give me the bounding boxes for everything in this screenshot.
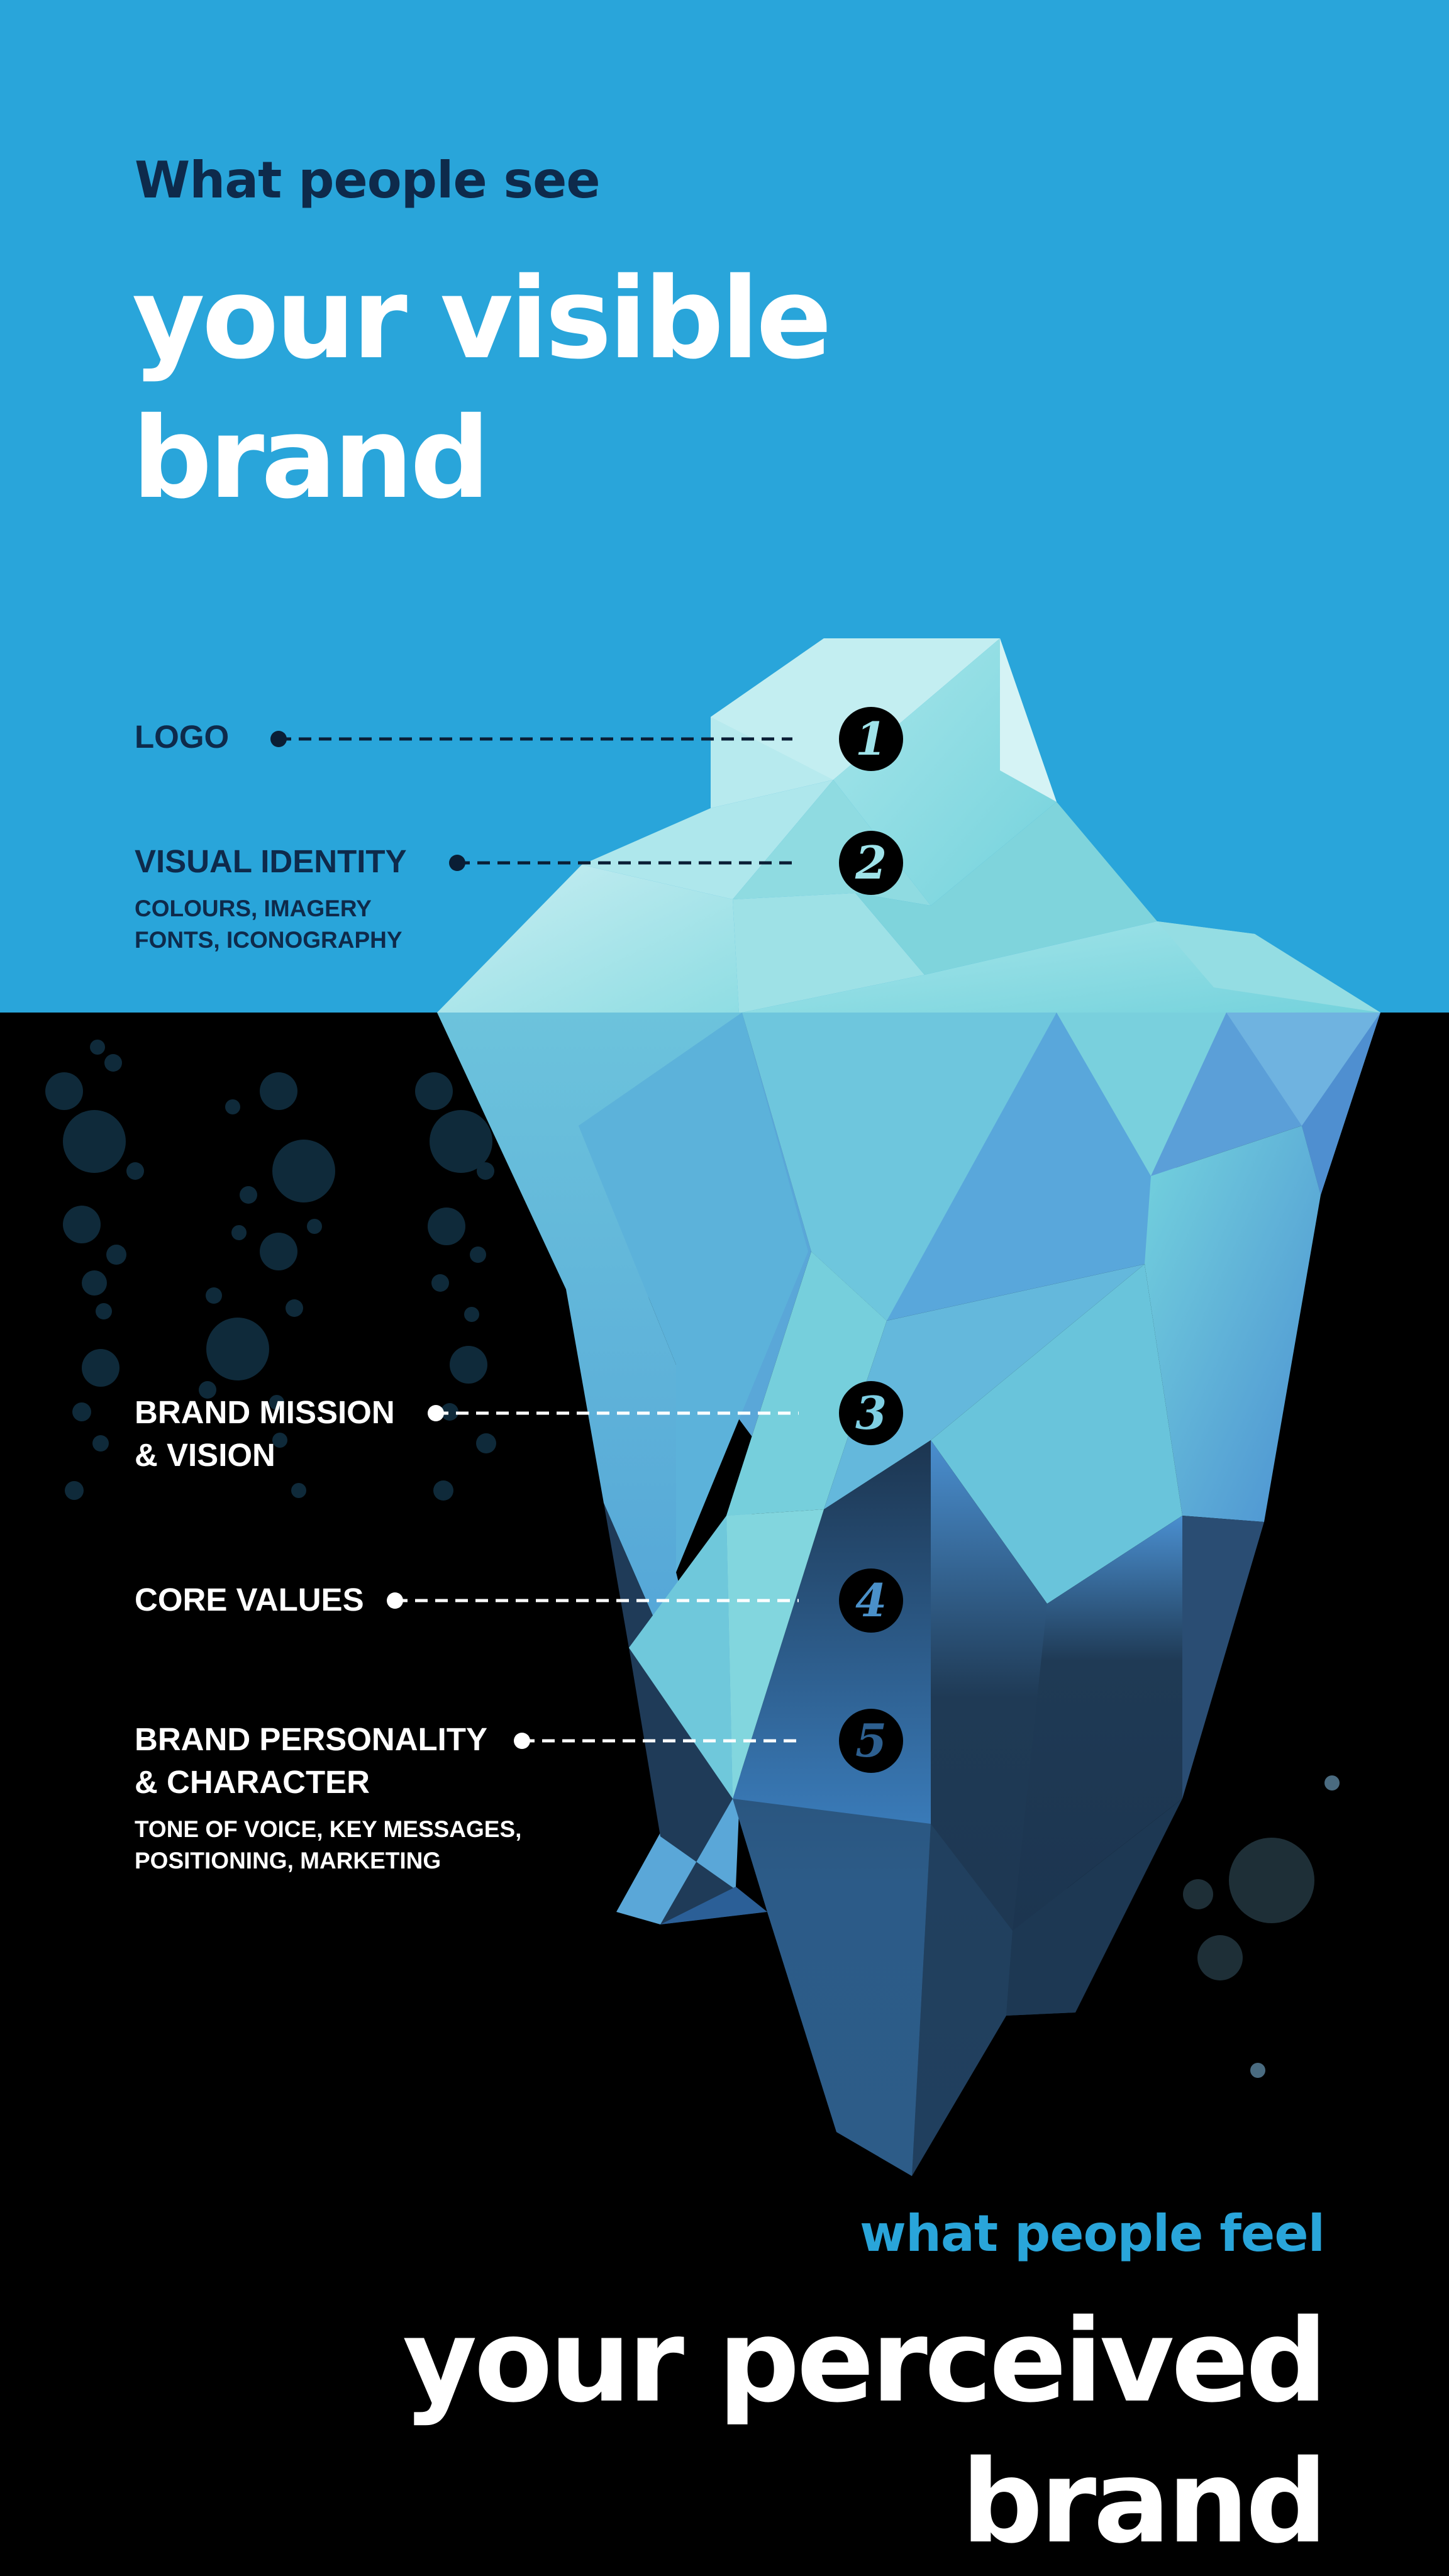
svg-text:1: 1 (855, 712, 887, 765)
bubbles-left (45, 1040, 496, 1501)
layer-2-subtitle: COLOURS, IMAGERY FONTS, ICONOGRAPHY (135, 893, 407, 956)
bottom-eyebrow: what people feel (860, 2204, 1325, 2263)
layer-5-subtitle-line-1: TONE OF VOICE, KEY MESSAGES, (135, 1816, 522, 1842)
bubbles-right (1183, 1775, 1340, 2078)
connector-dots (270, 731, 530, 1749)
layer-2-subtitle-line-1: COLOURS, IMAGERY (135, 896, 372, 921)
layer-label-brand-mission: BRAND MISSION & VISION (135, 1391, 395, 1477)
layer-label-core-values: CORE VALUES (135, 1579, 364, 1621)
layer-label-visual-identity: VISUAL IDENTITY COLOURS, IMAGERY FONTS, … (135, 840, 407, 956)
top-headline: your visible brand (132, 249, 832, 528)
top-headline-line-2: brand (132, 393, 490, 523)
bottom-headline: your perceived brand (402, 2290, 1328, 2572)
top-headline-line-1: your visible (132, 253, 832, 384)
svg-text:5: 5 (855, 1714, 887, 1767)
layer-2-title: VISUAL IDENTITY (135, 843, 407, 879)
layer-3-title: BRAND MISSION (135, 1394, 395, 1430)
layer-label-brand-personality: BRAND PERSONALITY & CHARACTER TONE OF VO… (135, 1718, 521, 1877)
number-badge-4: 4 (839, 1568, 903, 1633)
layer-label-logo: LOGO (135, 716, 229, 758)
layer-5-title: BRAND PERSONALITY (135, 1721, 488, 1757)
number-badge-3: 3 (839, 1381, 903, 1445)
layer-5-title-line-2: & CHARACTER (135, 1764, 370, 1800)
layer-5-subtitle-line-2: POSITIONING, MARKETING (135, 1848, 441, 1874)
svg-text:2: 2 (855, 836, 887, 889)
layer-3-title-line-2: & VISION (135, 1437, 275, 1473)
number-badge-2: 2 (839, 831, 903, 895)
layer-4-title: CORE VALUES (135, 1582, 364, 1618)
iceberg-above-water (437, 638, 1380, 1013)
number-badge-1: 1 (839, 707, 903, 771)
bottom-headline-line-1: your perceived (402, 2294, 1328, 2428)
svg-text:4: 4 (855, 1574, 887, 1627)
top-eyebrow: What people see (135, 151, 601, 209)
layer-5-subtitle: TONE OF VOICE, KEY MESSAGES, POSITIONING… (135, 1814, 521, 1877)
iceberg-underwater (437, 1013, 1380, 2176)
svg-text:3: 3 (855, 1386, 887, 1440)
bottom-headline-line-2: brand (961, 2435, 1328, 2568)
number-badge-5: 5 (839, 1709, 903, 1773)
layer-2-subtitle-line-2: FONTS, ICONOGRAPHY (135, 927, 402, 953)
layer-1-title: LOGO (135, 719, 230, 755)
connector-lines (279, 737, 799, 1743)
